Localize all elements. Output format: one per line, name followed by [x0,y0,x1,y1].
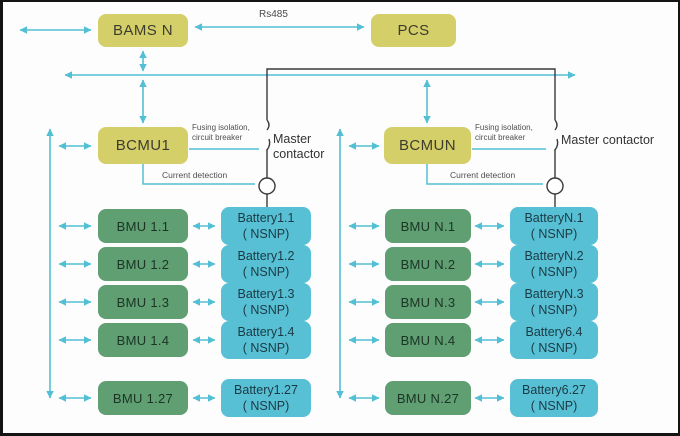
battery-config: ( NSNP) [530,341,578,355]
battery-name: Battery1.3 [237,286,295,301]
master-contactor-label-right: Master contactor [561,133,655,147]
bmu-box-n-2: BMU N.2 [385,247,471,281]
bmu-label: BMU N.2 [400,256,456,272]
sense-lines [142,148,546,185]
fusing-line2: circuit breaker [192,133,243,142]
breaker-hook-left-top [266,119,270,131]
battery-name: BatteryN.3 [524,286,584,301]
bmu-box-1-4: BMU 1.4 [98,323,188,357]
pcs-label: PCS [397,22,430,39]
bmu-label: BMU 1.4 [116,332,170,348]
master-contactor-label-left: Master contactor [273,132,325,161]
battery-config: ( NSNP) [242,341,290,355]
battery-config: ( NSNP) [530,303,578,317]
bmu-label: BMU 1.27 [112,390,174,406]
battery-box-n-3: BatteryN.3 ( NSNP) [510,283,598,321]
battery-box-1-1: Battery1.1 ( NSNP) [221,207,311,245]
breaker-hook-left-bottom [266,138,271,151]
battery-box-1-27: Battery1.27 ( NSNP) [221,379,311,417]
battery-name: Battery6.4 [525,324,583,339]
battery-box-n-1: BatteryN.1 ( NSNP) [510,207,598,245]
bmu-label: BMU N.3 [400,294,456,310]
bmu-label: BMU 1.3 [116,294,170,310]
battery-name: Battery1.2 [237,248,295,263]
bmu-box-1-2: BMU 1.2 [98,247,188,281]
battery-name: Battery1.1 [237,210,295,225]
power-lines [258,68,564,207]
bmu-box-n-4: BMU N.4 [385,323,471,357]
bmu-label: BMU N.27 [396,390,460,406]
bcmun-box: BCMUN [384,127,471,164]
fusing-line2: circuit breaker [475,133,526,142]
battery-config: ( NSNP) [530,265,578,279]
rs485-label: Rs485 [259,9,288,20]
battery-box-1-2: Battery1.2 ( NSNP) [221,245,311,283]
comm-double-arrows [19,23,576,402]
battery-name: Battery1.4 [237,324,295,339]
battery-config: ( NSNP) [242,303,290,317]
bmu-box-1-1: BMU 1.1 [98,209,188,243]
pcs-box: PCS [371,14,456,47]
fusing-label-right: Fusing isolation, circuit breaker [475,123,533,143]
fusing-label-left: Fusing isolation, circuit breaker [192,123,250,143]
battery-name: Battery1.27 [234,382,298,397]
battery-box-1-3: Battery1.3 ( NSNP) [221,283,311,321]
bmu-box-n-27: BMU N.27 [385,381,471,415]
breaker-hook-right-top [554,119,558,131]
battery-box-n-2: BatteryN.2 ( NSNP) [510,245,598,283]
battery-name: BatteryN.2 [524,248,584,263]
bcmu1-box: BCMU1 [98,127,188,164]
bmu-label: BMU 1.1 [116,218,170,234]
bams-box: BAMS N [98,14,188,47]
battery-name: Battery6.27 [522,382,586,397]
bams-label: BAMS N [113,22,173,39]
battery-config: ( NSNP) [242,227,290,241]
bmu-label: BMU N.4 [400,332,456,348]
battery-name: BatteryN.1 [524,210,584,225]
fusing-line1: Fusing isolation, [192,123,250,132]
breaker-hook-right-bottom [554,138,559,151]
bmu-box-n-1: BMU N.1 [385,209,471,243]
battery-config: ( NSNP) [530,399,578,413]
contactor-circle-right [546,177,564,195]
bcmun-label: BCMUN [399,137,456,154]
current-detection-label-left: Current detection [162,170,228,180]
battery-config: ( NSNP) [242,265,290,279]
current-detection-label-right: Current detection [450,170,516,180]
dc-bus-power-line [266,68,556,120]
contactor-circle-left [258,177,276,195]
fusing-line1: Fusing isolation, [475,123,533,132]
bmu-label: BMU 1.2 [116,256,170,272]
battery-config: ( NSNP) [242,399,290,413]
battery-box-n-4: Battery6.4 ( NSNP) [510,321,598,359]
bcmu1-label: BCMU1 [115,137,171,154]
bmu-label: BMU N.1 [400,218,456,234]
bmu-box-n-3: BMU N.3 [385,285,471,319]
bmu-box-1-3: BMU 1.3 [98,285,188,319]
bmu-box-1-27: BMU 1.27 [98,381,188,415]
connector-layer [19,23,576,402]
battery-box-n-27: Battery6.27 ( NSNP) [510,379,598,417]
battery-box-1-4: Battery1.4 ( NSNP) [221,321,311,359]
battery-config: ( NSNP) [530,227,578,241]
